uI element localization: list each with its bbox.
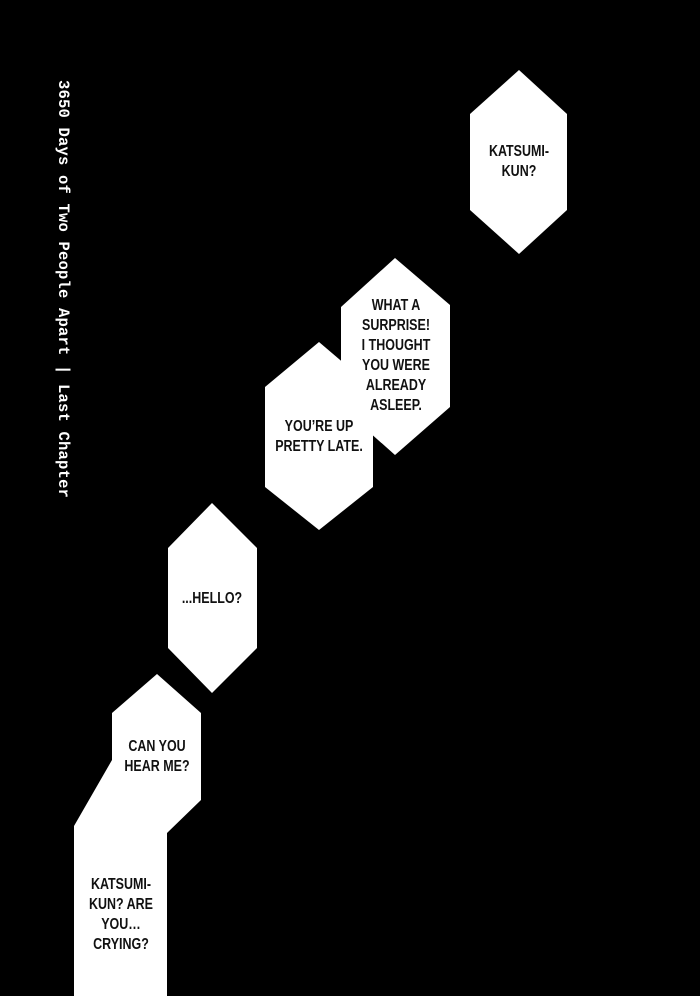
bubble-text-katsumi-kun: KATSUMI- KUN? — [488, 143, 550, 180]
bubble-text-hello: ...HELLO? — [181, 590, 243, 607]
bubble-text-what-a-surprise: WHAT A SURPRISE! I THOUGHT YOU WERE ALRE… — [361, 297, 431, 414]
bubble-text-can-you-hear: CAN YOU HEAR ME? — [124, 738, 190, 775]
bubble-text-up-late: YOU’RE UP PRETTY LATE. — [275, 418, 363, 455]
bubble-text-crying: KATSUMI- KUN? ARE YOU… CRYING? — [88, 876, 154, 953]
bubble-up-late — [265, 342, 373, 530]
bubble-hello — [168, 503, 257, 693]
chapter-title: 3650 Days of Two People Apart | Last Cha… — [54, 80, 72, 499]
bubble-katsumi-kun — [470, 70, 567, 254]
bubble-can-you-hear-and-crying — [74, 674, 201, 996]
